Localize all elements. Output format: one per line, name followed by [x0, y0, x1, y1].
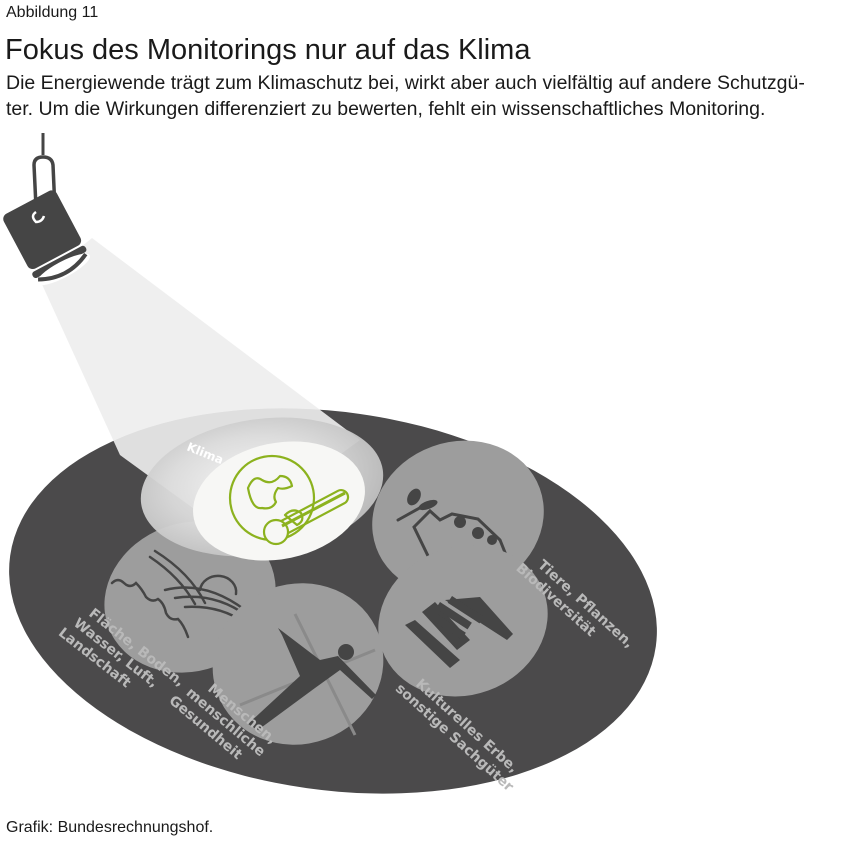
- spotlight-icon: [3, 133, 91, 286]
- globe-thermometer-icon: [228, 454, 350, 546]
- human-figure-icon: [239, 613, 376, 736]
- focus-klima: Klima: [140, 417, 384, 561]
- item-menschen: [212, 583, 384, 745]
- temple-icon: [405, 595, 513, 668]
- figure-title: Fokus des Monitorings nur auf das Klima: [5, 34, 531, 66]
- figure-source: Grafik: Bundesrechnungshof.: [6, 819, 214, 836]
- figure-subtitle: Die Energiewende trägt zum Klimaschutz b…: [6, 70, 856, 122]
- item-kulturelles: [378, 545, 548, 697]
- subtitle-line: Die Energiewende trägt zum Klimaschutz b…: [6, 72, 805, 94]
- figure-label: Abbildung 11: [6, 4, 99, 21]
- subtitle-line: ter. Um die Wirkungen differenziert zu b…: [6, 98, 766, 120]
